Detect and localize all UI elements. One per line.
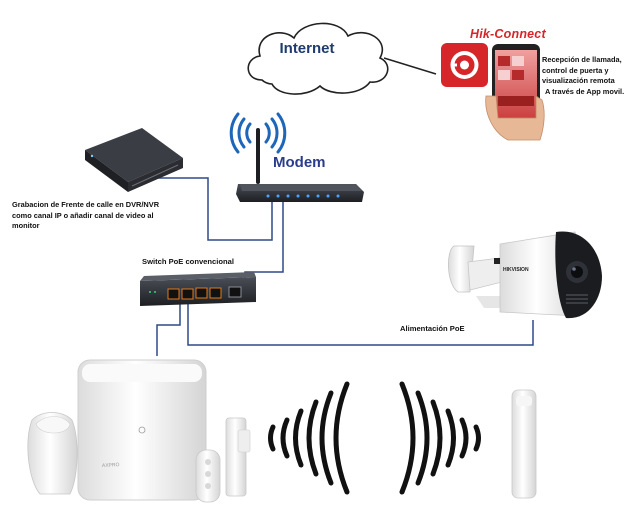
nvr-description-line: monitor [12,221,40,231]
app-description-line: Recepción de llamada, [542,55,622,64]
key-fob-icon [195,449,221,503]
nvr-description-line: Grabacion de Frente de calle en DVR/NVR [12,200,160,209]
app-description: Recepción de llamada, control de puerta … [542,55,634,97]
hik-connect-label: Hik-Connect [470,27,546,41]
hik-connect-app-icon [441,43,488,87]
switch-to-camera-cable [187,304,534,346]
camera-brand-text: HIKVISION [503,267,529,273]
internet-label: Internet [279,40,335,57]
nvr-description: Grabacion de Frente de calle en DVR/NVR … [12,200,192,232]
modem-router-icon [236,128,364,202]
poe-power-label: Alimentación PoE [400,324,465,333]
radio-wave-icon [399,381,481,495]
app-description-line: control de puerta y [542,65,609,75]
nvr-to-modem-cable [155,177,273,241]
hub-brand-text: AXPRO [102,462,120,469]
modem-label: Modem [273,154,326,171]
radio-wave-icon [268,381,350,495]
switch-label: Switch PoE convencional [142,257,234,266]
app-description-line: visualización remota [542,76,615,86]
alarm-hub-icon [77,359,207,501]
poe-switch-icon [140,272,256,306]
smartphone-icon [485,44,545,141]
motion-detector-icon [27,412,78,495]
door-contact-icon [225,417,251,497]
bullet-camera-icon [448,231,602,319]
switch-to-hub-cable [156,304,181,356]
internet-to-app-link [383,57,437,75]
cloud-icon [247,22,389,95]
wifi-icon [229,112,287,154]
hand-icon [485,95,545,141]
nvr-recorder-icon [85,128,183,192]
app-description-line: A través de App movil. [545,86,625,96]
wireless-sensor-icon [511,389,537,499]
nvr-description-line: como canal IP o añadir canal de video al [12,210,154,220]
